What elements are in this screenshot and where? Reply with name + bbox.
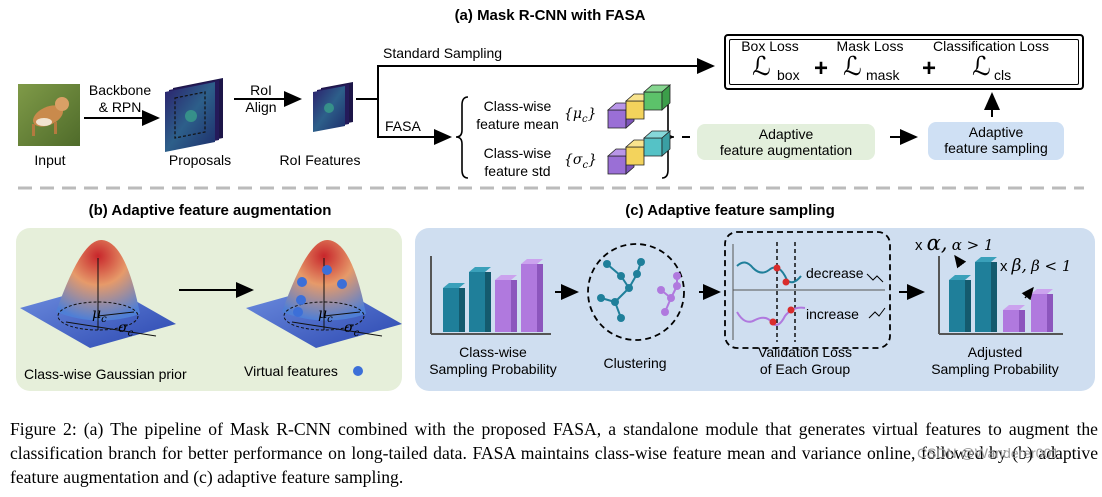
proposals-label: Proposals	[168, 152, 232, 168]
adaptive-sampling-box: Adaptive feature sampling	[928, 122, 1064, 160]
mask-loss-sub: mask	[866, 67, 900, 83]
panel-b-title: (b) Adaptive feature augmentation	[88, 202, 332, 219]
gaussian-prior-label: Class-wise Gaussian prior	[24, 366, 187, 382]
virtual-feature-dot-icon	[353, 366, 363, 376]
samp-label-1: Adaptive	[968, 124, 1024, 140]
mu-label-right: μc	[318, 306, 333, 325]
plus-1: +	[814, 55, 829, 82]
watermark: CSDN @Wanderer001	[917, 445, 1060, 461]
class-prob-label-1: Class-wise	[459, 344, 527, 360]
adjusted-label-2: Sampling Probability	[931, 361, 1059, 377]
cls-loss-symbol: ℒ	[972, 52, 991, 82]
increase-label: increase	[806, 306, 859, 322]
std-label-1: Class-wise	[483, 145, 552, 161]
adjusted-label-1: Adjusted	[967, 344, 1023, 360]
panel-c-title: (c) Adaptive feature sampling	[625, 202, 835, 219]
panel-a-title: (a) Mask R-CNN with FASA	[454, 7, 646, 24]
section-divider	[18, 186, 1084, 190]
standard-sampling-label: Standard Sampling	[383, 45, 503, 61]
loss-box	[724, 34, 1084, 90]
figure-caption: Figure 2: (a) The pipeline of Mask R-CNN…	[10, 419, 1098, 487]
beta-annotation: x β, β < 1	[1000, 256, 1072, 276]
class-prob-label-2: Sampling Probability	[429, 361, 557, 377]
roi-align-label-2: Align	[245, 99, 277, 115]
box-loss-symbol: ℒ	[752, 52, 771, 82]
std-label-2: feature std	[484, 163, 551, 179]
roi-align-label-1: RoI	[250, 82, 272, 98]
mean-label-2: feature mean	[476, 116, 559, 132]
mask-loss-symbol: ℒ	[843, 52, 862, 82]
clustering-label: Clustering	[603, 355, 667, 371]
sampling-illustrations	[430, 231, 1063, 349]
plus-2: +	[922, 55, 937, 82]
mean-label-1: Class-wise	[483, 98, 552, 114]
samp-label-2: feature sampling	[944, 140, 1048, 156]
aug-label-2: feature augmentation	[719, 142, 853, 158]
box-loss-sub: box	[777, 67, 800, 83]
proposals-feature-map	[165, 78, 223, 152]
decrease-label: decrease	[806, 265, 864, 281]
std-symbol: {σc}	[564, 152, 597, 171]
sigma-label-right: σc	[344, 320, 360, 339]
backbone-label-1: Backbone	[88, 82, 152, 98]
cls-loss-sub: cls	[994, 67, 1012, 83]
mu-label-left: μc	[92, 306, 107, 325]
mean-symbol: {μc}	[564, 106, 597, 125]
fasa-label: FASA	[385, 118, 421, 134]
input-image	[18, 84, 80, 146]
roi-features-label: RoI Features	[279, 152, 361, 168]
cls-loss-label: Classification Loss	[933, 38, 1049, 54]
adaptive-augmentation-box: Adaptive feature augmentation	[697, 124, 875, 160]
backbone-label-2: & RPN	[98, 99, 142, 115]
sigma-label-left: σc	[118, 320, 134, 339]
gaussian-illustrations	[20, 239, 402, 348]
input-label: Input	[34, 152, 66, 168]
alpha-annotation: x α, α > 1	[915, 231, 994, 255]
val-loss-label-1: Validation Loss	[758, 344, 852, 360]
mask-loss-label: Mask Loss	[836, 38, 904, 54]
virtual-features-label: Virtual features	[244, 363, 338, 379]
val-loss-label-2: of Each Group	[759, 361, 851, 377]
aug-label-1: Adaptive	[758, 126, 814, 142]
box-loss-label: Box Loss	[741, 38, 799, 54]
panel-a-connectors	[84, 58, 1000, 179]
roi-feature-map	[313, 82, 353, 132]
